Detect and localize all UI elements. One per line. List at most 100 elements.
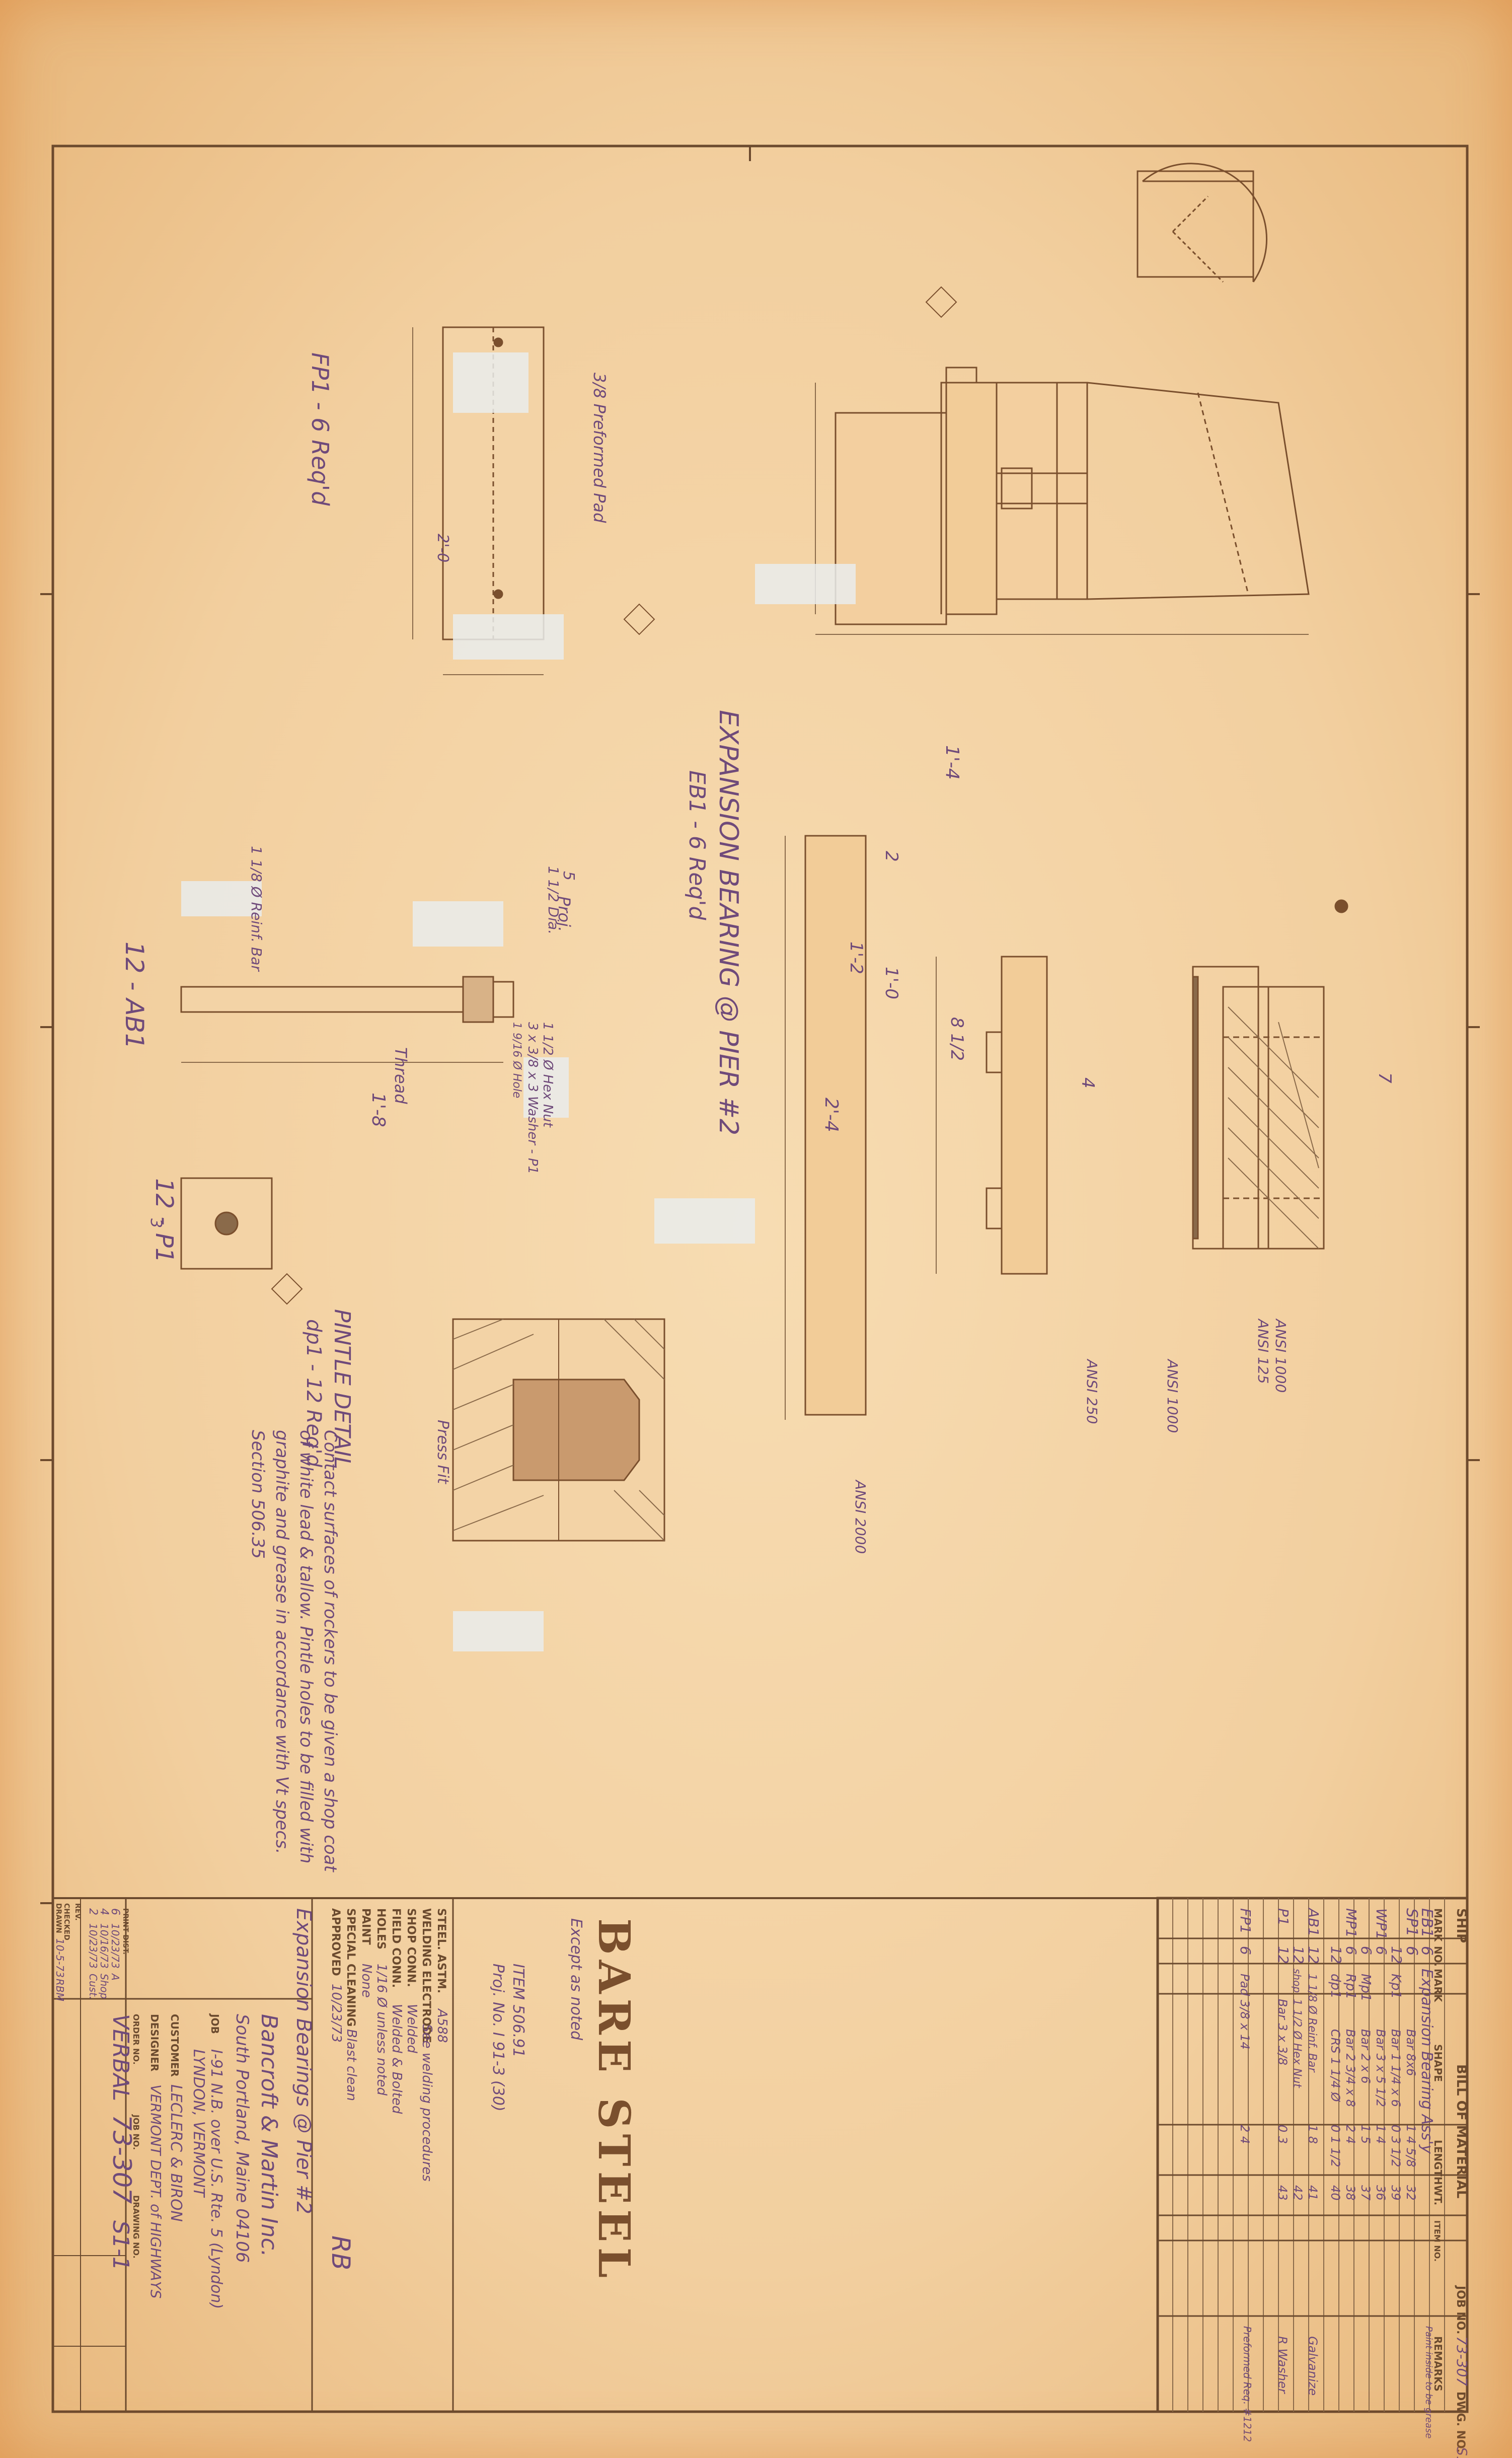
spec-label: SPECIAL CLEANING xyxy=(344,1908,357,2027)
pad-view-title: FP1 - 6 Req'd xyxy=(307,352,334,506)
row-shape: 1 1/8 Ø Reinf. Bar xyxy=(1306,1974,1318,2073)
row-mark: WP1 xyxy=(1373,1908,1390,1939)
dimension-label: 1'-8 xyxy=(368,1093,389,1127)
bare-steel-label: BARE STEEL xyxy=(588,1918,639,2283)
row-no: 6 xyxy=(1358,1946,1375,1955)
weld-symbol-icon xyxy=(271,286,957,1305)
row-length: 2 4 xyxy=(1238,2125,1252,2144)
bearing-front-elevation xyxy=(815,382,1309,635)
checked-label: CHECKED xyxy=(62,1903,70,1940)
col-shape: SHAPE xyxy=(1432,2044,1444,2082)
row-wt: 37 xyxy=(1358,2185,1373,2201)
table-row: WP1 6 Bar 3 x 5 1/2 1 4 36 xyxy=(1373,1908,1390,2201)
bom-title: BILL OF MATERIAL xyxy=(1454,2064,1469,2198)
dimension-label: 7 xyxy=(1375,1072,1395,1083)
drawn-date: 10-5-73 xyxy=(54,1938,66,1978)
row-mark: MP1 xyxy=(1343,1908,1359,1938)
project-number: Proj. No. I 91-3 (30) xyxy=(489,1964,507,2112)
job-label: JOB xyxy=(209,2013,221,2034)
job-description: I-91 N.B. over U.S. Rte. 5 (Lyndon) xyxy=(207,2049,225,2309)
spec-value: See welding procedures xyxy=(419,2024,434,2182)
row-shape: Bar 1 1/4 x 6 xyxy=(1389,2029,1403,2107)
row-sub-mark: Mp1 xyxy=(1358,1974,1373,2001)
designer-name: VERMONT DEPT. of HIGHWAYS xyxy=(147,2084,164,2298)
col-remarks: REMARKS xyxy=(1432,2336,1444,2392)
row-length: 1 8 xyxy=(1306,2125,1320,2144)
pintle-title: PINTLE DETAIL xyxy=(329,1309,355,1469)
row-length: 1 4 xyxy=(1374,2125,1388,2144)
col-wt: WT. xyxy=(1432,2185,1444,2205)
ansi-callout: ANSI 2000 xyxy=(852,1479,869,1554)
table-row: FP1 6 Pad 3/8 x 14 2 4 Preformed Req. #1… xyxy=(1237,1908,1254,2442)
row-wt: 41 xyxy=(1306,2185,1320,2201)
row-no: 12 xyxy=(1328,1946,1344,1964)
print-dist-count: 6 xyxy=(109,1908,121,1915)
drawing-no-label: DRAWING NO. xyxy=(131,2195,141,2259)
row-shape: Bar 3 x 3/8 xyxy=(1275,1999,1290,2065)
row-length: 0 3 xyxy=(1275,2125,1290,2144)
spec-value: A588 xyxy=(434,2008,449,2043)
spec-label: APPROVED xyxy=(329,1908,342,1976)
order-label: ORDER NO. xyxy=(131,2014,141,2065)
row-shape: Bar 2 3/4 x 8 xyxy=(1343,2029,1357,2107)
pintle-press-fit: Press Fit xyxy=(434,1420,451,1484)
row-shape: Pad 3/8 x 14 xyxy=(1238,1974,1252,2050)
contact-note-text: Contact surfaces of rockers to be given … xyxy=(248,1430,340,1872)
customer-name: LECLERC & BIRON xyxy=(167,2084,185,2222)
bill-of-material xyxy=(1156,1897,1469,2413)
bearing-side-elevation xyxy=(835,367,1310,625)
table-row: 12 dp1 CRS 1 1/4 Ø 0 1 1/2 40 xyxy=(1328,1946,1344,2201)
row-no: 6 xyxy=(1403,1946,1420,1956)
row-length: 1 5 xyxy=(1358,2125,1373,2144)
dimension-label: 2'-0 xyxy=(434,534,451,562)
rev-label: REV. xyxy=(73,1903,82,1921)
bare-steel-notes: Except as noted xyxy=(567,1918,585,2041)
row-sub-mark: Rp1 xyxy=(1343,1974,1358,1999)
spec-value: 10/23/73 xyxy=(329,1984,344,2043)
title-block xyxy=(52,1898,313,2412)
bom-rows: EB1 6 Expansion Bearing Ass'y Paint insi… xyxy=(1237,1907,1435,2442)
ansi-callout: ANSI 250 xyxy=(1084,1358,1100,1424)
spec-label: HOLES xyxy=(374,1908,387,1949)
row-mark: AB1 xyxy=(1305,1907,1322,1936)
spec-label: PAINT xyxy=(359,1908,372,1945)
dimension-label: 1'-4 xyxy=(942,745,962,780)
ansi-callout: ANSI 1000 xyxy=(1164,1358,1181,1433)
row-length: 1 4 5/8 xyxy=(1404,2125,1418,2167)
dimension-label: 4 xyxy=(1078,1077,1098,1089)
bom-column-headers: MARK NO. MARK SHAPE LENGTH WT. ITEM NO. … xyxy=(1432,1908,1444,2392)
item-ref: ITEM 506.91 xyxy=(509,1964,527,2058)
print-dist-to: Shop xyxy=(98,1974,110,1999)
ansi-callout: ANSI 1000 xyxy=(1272,1318,1289,1393)
row-mark: EB1 xyxy=(1418,1908,1435,1938)
row-no: 6 xyxy=(1373,1946,1390,1955)
main-view-subtitle: EB1 - 6 Req'd xyxy=(684,770,710,920)
bare-steel-stamp: BARE STEEL xyxy=(588,1918,639,2283)
print-dist-date: 10/23/73 xyxy=(87,1923,99,1969)
ab1-proj: Proj. xyxy=(555,896,574,932)
row-length: 2 4 xyxy=(1343,2125,1357,2144)
ansi-callout: ANSI 125 xyxy=(1255,1318,1271,1384)
row-wt: 32 xyxy=(1404,2185,1418,2201)
row-wt: 42 xyxy=(1291,2185,1305,2201)
company-name: Bancroft & Martin Inc. xyxy=(256,2014,282,2257)
dimension-label: 1'-0 xyxy=(881,967,901,999)
row-no: 6 xyxy=(1237,1946,1254,1955)
row-length: 0 1 1/2 xyxy=(1328,2125,1342,2167)
row-wt: 40 xyxy=(1328,2185,1342,2201)
row-remarks: R Washer xyxy=(1275,2336,1290,2395)
bom-header: SHIP BILL OF MATERIAL JOB NO. 73-307 DWG… xyxy=(1454,1908,1470,2458)
row-shape: Bar 8x6 xyxy=(1404,2029,1418,2076)
row-remarks: Galvanize xyxy=(1306,2336,1320,2396)
drawn-by: RBM xyxy=(54,1979,66,2001)
row-sub-mark: shop xyxy=(1291,1969,1303,1993)
designer-label: DESIGNER xyxy=(148,2014,161,2071)
print-dist-date: 10/16/73 xyxy=(98,1923,110,1969)
dimension-label: 3 xyxy=(147,1218,165,1228)
col-mark: MARK xyxy=(1432,1908,1444,1942)
dimension-label: 2'-4 xyxy=(821,1098,842,1132)
contact-note: Contact surfaces of rockers to be given … xyxy=(248,1430,340,1872)
row-wt: 38 xyxy=(1343,2185,1357,2201)
company-city: South Portland, Maine 04106 xyxy=(232,2014,252,2263)
